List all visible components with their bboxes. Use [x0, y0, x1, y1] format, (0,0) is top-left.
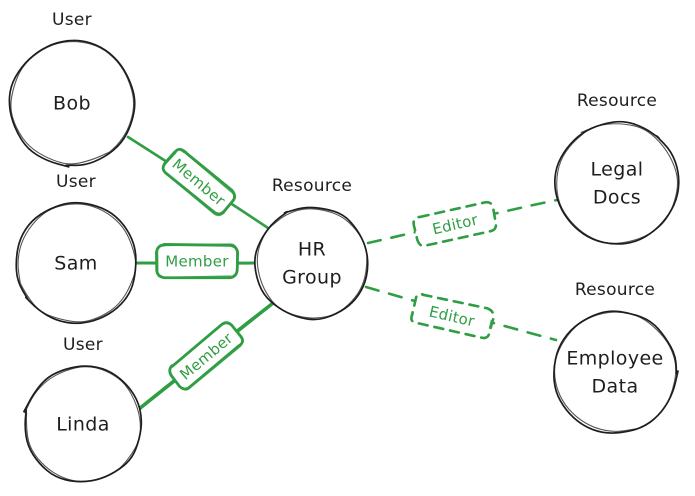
node-label-line2: Group — [282, 267, 342, 289]
node-circle-sketch-overlay — [17, 203, 137, 323]
edge-label-box-overlay — [412, 200, 497, 247]
node-type-label: User — [52, 10, 92, 30]
edge-label-box-overlay — [168, 322, 244, 391]
node-type-label: User — [56, 172, 96, 192]
edge-label-box-overlay — [410, 293, 494, 340]
node-label-line1: Employee — [566, 348, 663, 370]
node-circle — [8, 39, 136, 168]
edge-label-box-overlay — [156, 243, 239, 279]
node-type-label: Resource — [272, 176, 352, 196]
edge-label-box-overlay — [162, 148, 236, 217]
node-label-line2: Docs — [593, 187, 641, 209]
edge-label-hr-employee[interactable]: Editor — [410, 292, 495, 340]
node-label-line1: Legal — [591, 159, 644, 181]
node-label-line1: HR — [298, 239, 326, 261]
node-circle-sketch-overlay — [553, 311, 677, 432]
node-label: Linda — [56, 414, 110, 436]
edge-label-text: Member — [165, 253, 229, 271]
node-circle — [15, 201, 137, 325]
node-label-line2: Data — [592, 376, 639, 398]
node-type-label: Resource — [575, 280, 655, 300]
node-circle-sketch-overlay — [24, 366, 141, 482]
edge-label-sam-hr[interactable]: Member — [155, 243, 240, 280]
node-circle-sketch-overlay — [10, 41, 135, 165]
nodes-layer: UserBobUserSamUserLindaResourceHRGroupRe… — [8, 10, 680, 483]
edge-label-box — [412, 200, 498, 248]
node-circle-sketch-overlay — [256, 208, 368, 319]
node-type-label: Resource — [577, 91, 657, 111]
node-circle — [554, 120, 680, 245]
node-label: Bob — [53, 93, 91, 115]
node-type-label: User — [63, 335, 103, 355]
node-circle-sketch-overlay — [556, 123, 679, 244]
edge-label-linda-hr[interactable]: Member — [166, 320, 245, 393]
edge-label-bob-hr[interactable]: Member — [160, 146, 238, 218]
node-label: Sam — [54, 253, 97, 275]
edge-label-hr-legal[interactable]: Editor — [412, 200, 498, 248]
